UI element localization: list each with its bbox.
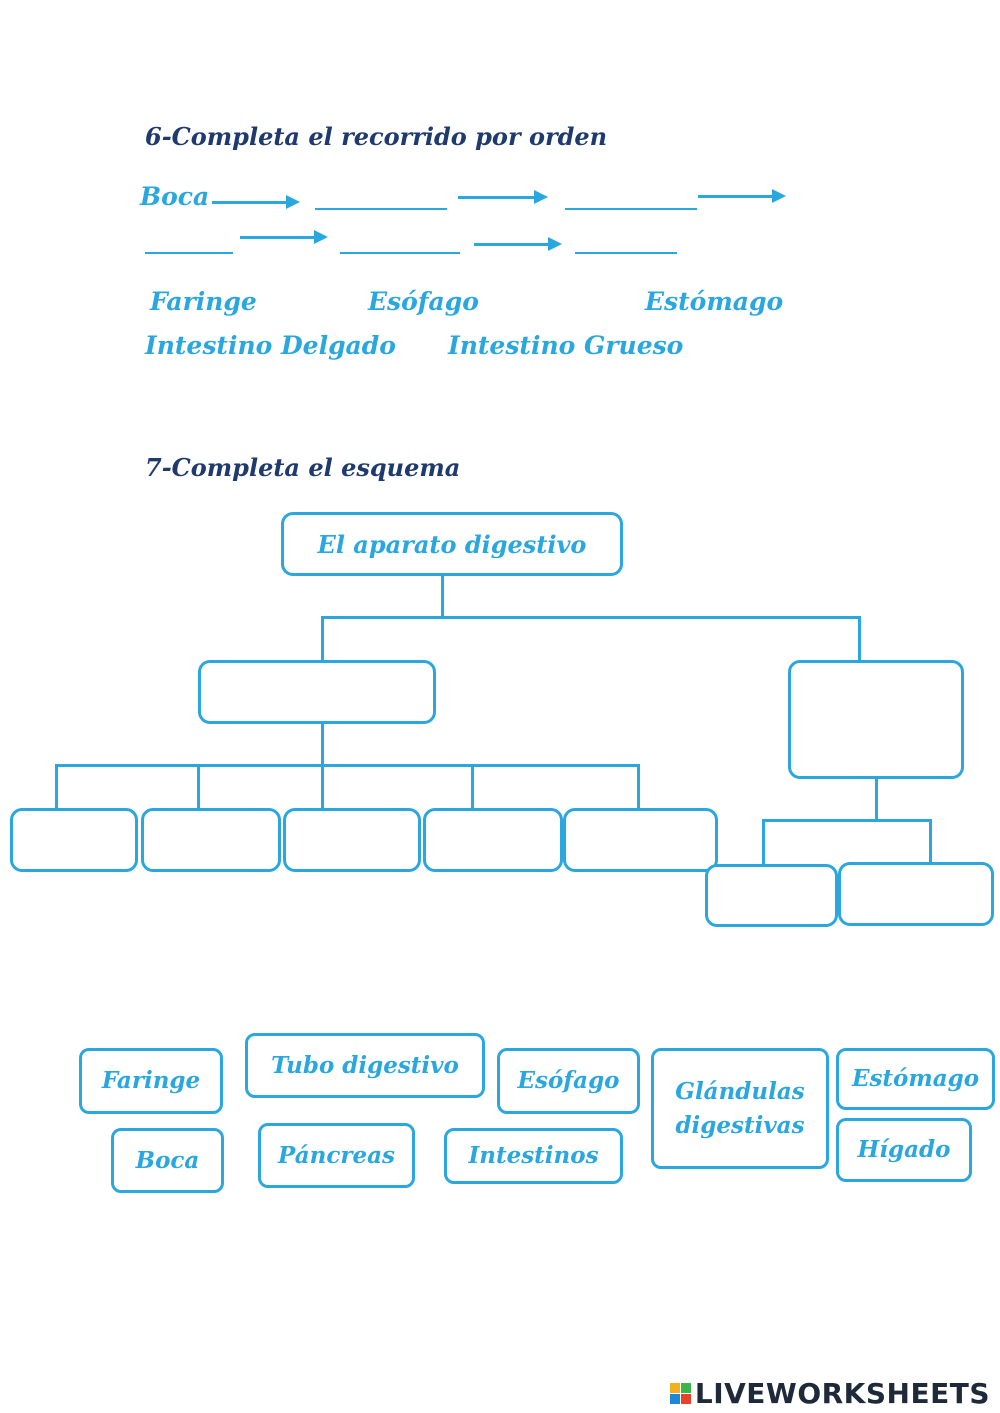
section-7-title: 7-Completa el esquema <box>145 453 461 482</box>
blank-5[interactable] <box>575 252 677 254</box>
chip-intestinos[interactable]: Intestinos <box>444 1128 623 1184</box>
blank-3[interactable] <box>145 252 233 254</box>
word-bank-item[interactable]: Estómago <box>645 287 784 316</box>
connector <box>471 764 474 808</box>
drop-box-level1-left[interactable] <box>198 660 436 724</box>
connector <box>929 819 932 863</box>
connector <box>762 819 932 822</box>
connector <box>321 616 861 619</box>
connector <box>55 764 640 767</box>
arrow-5 <box>474 237 562 251</box>
section-6-title: 6-Completa el recorrido por orden <box>145 122 608 151</box>
drop-box-level2[interactable] <box>838 862 994 926</box>
arrow-4 <box>240 230 328 244</box>
root-label: El aparato digestivo <box>317 529 587 559</box>
connector <box>441 575 444 618</box>
chip-higado[interactable]: Hígado <box>836 1118 972 1182</box>
connector <box>55 764 58 808</box>
drop-box-level2[interactable] <box>563 808 718 872</box>
chip-pancreas[interactable]: Páncreas <box>258 1123 415 1188</box>
connector <box>637 764 640 808</box>
brand-name: LIVEWORKSHEETS <box>694 1377 990 1410</box>
drop-box-level2[interactable] <box>10 808 138 872</box>
connector <box>321 616 324 661</box>
chip-estomago[interactable]: Estómago <box>836 1048 995 1110</box>
word-bank-item[interactable]: Esófago <box>368 287 479 316</box>
drop-box-level2[interactable] <box>705 864 838 927</box>
connector <box>197 764 200 808</box>
chip-glandulas-digestivas[interactable]: Glándulas digestivas <box>651 1048 829 1169</box>
drop-box-level1-right[interactable] <box>788 660 964 779</box>
chip-faringe[interactable]: Faringe <box>79 1048 223 1114</box>
blank-2[interactable] <box>565 208 697 210</box>
connector <box>875 777 878 821</box>
arrow-3 <box>698 189 786 203</box>
word-bank-item[interactable]: Faringe <box>150 287 257 316</box>
logo-mark-icon <box>669 1383 691 1404</box>
root-box: El aparato digestivo <box>281 512 623 576</box>
drop-box-level2[interactable] <box>283 808 421 872</box>
connector <box>762 819 765 865</box>
chip-esofago[interactable]: Esófago <box>497 1048 640 1114</box>
connector <box>858 616 861 661</box>
start-word: Boca <box>140 182 210 211</box>
drop-box-level2[interactable] <box>423 808 563 872</box>
arrow-1 <box>212 195 300 209</box>
liveworksheets-logo: LIVEWORKSHEETS <box>669 1377 990 1410</box>
drop-box-level2[interactable] <box>141 808 281 872</box>
blank-1[interactable] <box>315 208 447 210</box>
blank-4[interactable] <box>340 252 460 254</box>
chip-boca[interactable]: Boca <box>111 1128 224 1193</box>
chip-tubo-digestivo[interactable]: Tubo digestivo <box>245 1033 485 1098</box>
arrow-2 <box>458 190 548 204</box>
word-bank-item[interactable]: Intestino Grueso <box>448 331 684 360</box>
word-bank-item[interactable]: Intestino Delgado <box>145 331 396 360</box>
